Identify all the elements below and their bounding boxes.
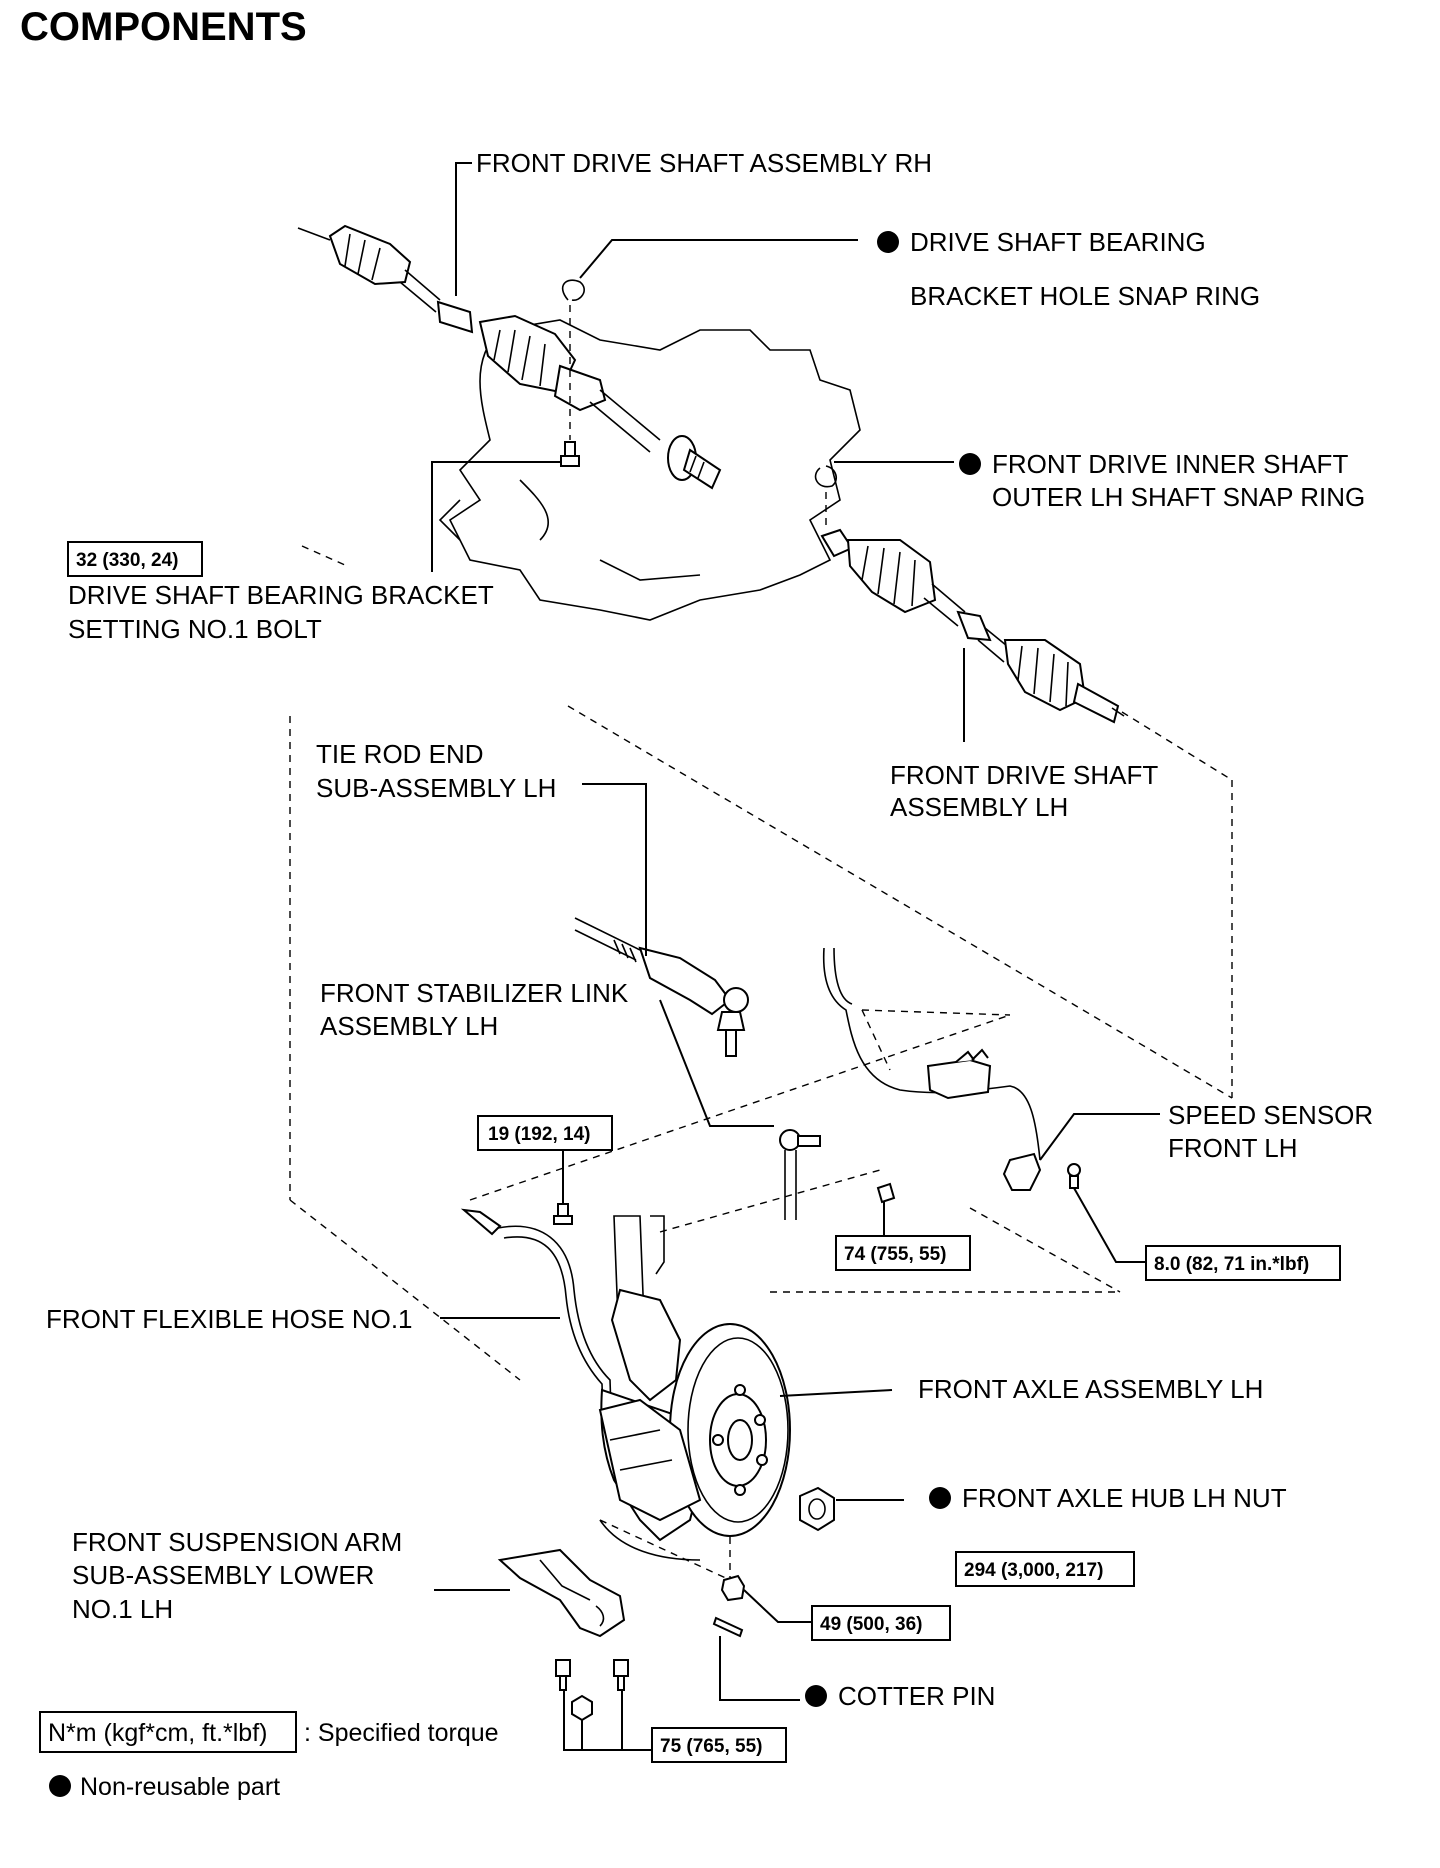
torque-sensor-bolt: 8.0 (82, 71 in.*lbf) — [1145, 1245, 1341, 1281]
svg-text:32 (330, 24): 32 (330, 24) — [76, 550, 178, 571]
inner-shaft-snap-ring — [814, 465, 838, 488]
non-reusable-marker — [959, 453, 981, 475]
svg-text:74 (755, 55): 74 (755, 55) — [844, 1244, 946, 1265]
tie-rod-nut — [720, 1574, 746, 1602]
label-speed-sensor-2: FRONT LH — [1168, 1133, 1298, 1163]
label-susp-arm: FRONT SUSPENSION ARM — [72, 1527, 402, 1557]
label-susp-arm-3: NO.1 LH — [72, 1594, 173, 1624]
hub-nut — [799, 1486, 835, 1532]
svg-text:294 (3,000, 217): 294 (3,000, 217) — [964, 1560, 1103, 1581]
label-tie-rod: TIE ROD END — [316, 739, 484, 769]
transaxle-outline — [438, 319, 861, 621]
label-bracket-bolt-2: SETTING NO.1 BOLT — [68, 614, 322, 644]
label-bearing-snap-ring-2: BRACKET HOLE SNAP RING — [910, 281, 1260, 311]
label-drive-shaft-lh-2: ASSEMBLY LH — [890, 792, 1068, 822]
label-susp-arm-2: SUB-ASSEMBLY LOWER — [72, 1560, 374, 1590]
label-speed-sensor: SPEED SENSOR — [1168, 1100, 1373, 1130]
label-axle-assembly: FRONT AXLE ASSEMBLY LH — [918, 1374, 1263, 1404]
svg-text:49 (500, 36): 49 (500, 36) — [820, 1614, 922, 1635]
legend-torque-unit: N*m (kgf*cm, ft.*lbf) — [48, 1719, 267, 1747]
svg-text:75 (765, 55): 75 (765, 55) — [660, 1736, 762, 1757]
legend-torque-desc: : Specified torque — [304, 1719, 499, 1747]
torque-tie-rod-nut: 49 (500, 36) — [811, 1605, 951, 1641]
bracket-bolt — [560, 441, 580, 467]
label-inner-snap-ring: FRONT DRIVE INNER SHAFT — [992, 449, 1348, 479]
lower-arm — [497, 1548, 629, 1722]
label-tie-rod-2: SUB-ASSEMBLY LH — [316, 773, 556, 803]
stabilizer-link — [779, 1129, 896, 1220]
assembly-guide-lines — [289, 545, 1233, 1581]
svg-text:19 (192, 14): 19 (192, 14) — [488, 1124, 590, 1145]
page-title: COMPONENTS — [20, 5, 307, 49]
torque-specs: 32 (330, 24) 19 (192, 14) 74 (755, 55) 8… — [67, 541, 1341, 1763]
tie-rod-end — [574, 917, 749, 1057]
torque-arm-bolts: 75 (765, 55) — [651, 1727, 787, 1763]
svg-text:8.0 (82, 71 in.*lbf): 8.0 (82, 71 in.*lbf) — [1154, 1254, 1309, 1275]
flexible-hose — [460, 1203, 613, 1441]
label-cotter-pin: COTTER PIN — [838, 1681, 995, 1711]
non-reusable-marker — [805, 1685, 827, 1707]
legend-torque-box — [39, 1711, 297, 1753]
label-bearing-snap-ring: DRIVE SHAFT BEARING — [910, 227, 1206, 257]
legend: N*m (kgf*cm, ft.*lbf) : Specified torque… — [39, 1711, 499, 1801]
label-hub-nut: FRONT AXLE HUB LH NUT — [962, 1483, 1287, 1513]
label-drive-shaft-lh: FRONT DRIVE SHAFT — [890, 760, 1158, 790]
torque-bracket-bolt: 32 (330, 24) — [67, 541, 203, 577]
bearing-snap-ring — [562, 279, 585, 301]
torque-hub-nut: 294 (3,000, 217) — [955, 1551, 1135, 1587]
leader-lines — [431, 162, 1160, 1751]
non-reusable-marker — [929, 1487, 951, 1509]
non-reusable-marker — [877, 231, 899, 253]
label-stabilizer: FRONT STABILIZER LINK — [320, 978, 629, 1008]
label-drive-shaft-rh: FRONT DRIVE SHAFT ASSEMBLY RH — [476, 148, 932, 178]
cotter-pin — [712, 1616, 744, 1638]
drive-shaft-rh — [297, 224, 722, 490]
speed-sensor — [822, 947, 1081, 1191]
legend-non-reusable-icon — [49, 1775, 71, 1797]
drive-shaft-lh — [820, 528, 1125, 724]
legend-non-reusable: Non-reusable part — [80, 1773, 280, 1801]
label-flexible-hose: FRONT FLEXIBLE HOSE NO.1 — [46, 1304, 413, 1334]
front-axle-assembly — [598, 1323, 791, 1561]
label-bracket-bolt: DRIVE SHAFT BEARING BRACKET — [68, 580, 494, 610]
torque-stabilizer-nut: 74 (755, 55) — [835, 1235, 971, 1271]
callout-labels: FRONT DRIVE SHAFT ASSEMBLY RH DRIVE SHAF… — [46, 148, 1373, 1711]
label-inner-snap-ring-2: OUTER LH SHAFT SNAP RING — [992, 482, 1365, 512]
label-stabilizer-2: ASSEMBLY LH — [320, 1011, 498, 1041]
torque-hose-bolt: 19 (192, 14) — [477, 1115, 613, 1151]
